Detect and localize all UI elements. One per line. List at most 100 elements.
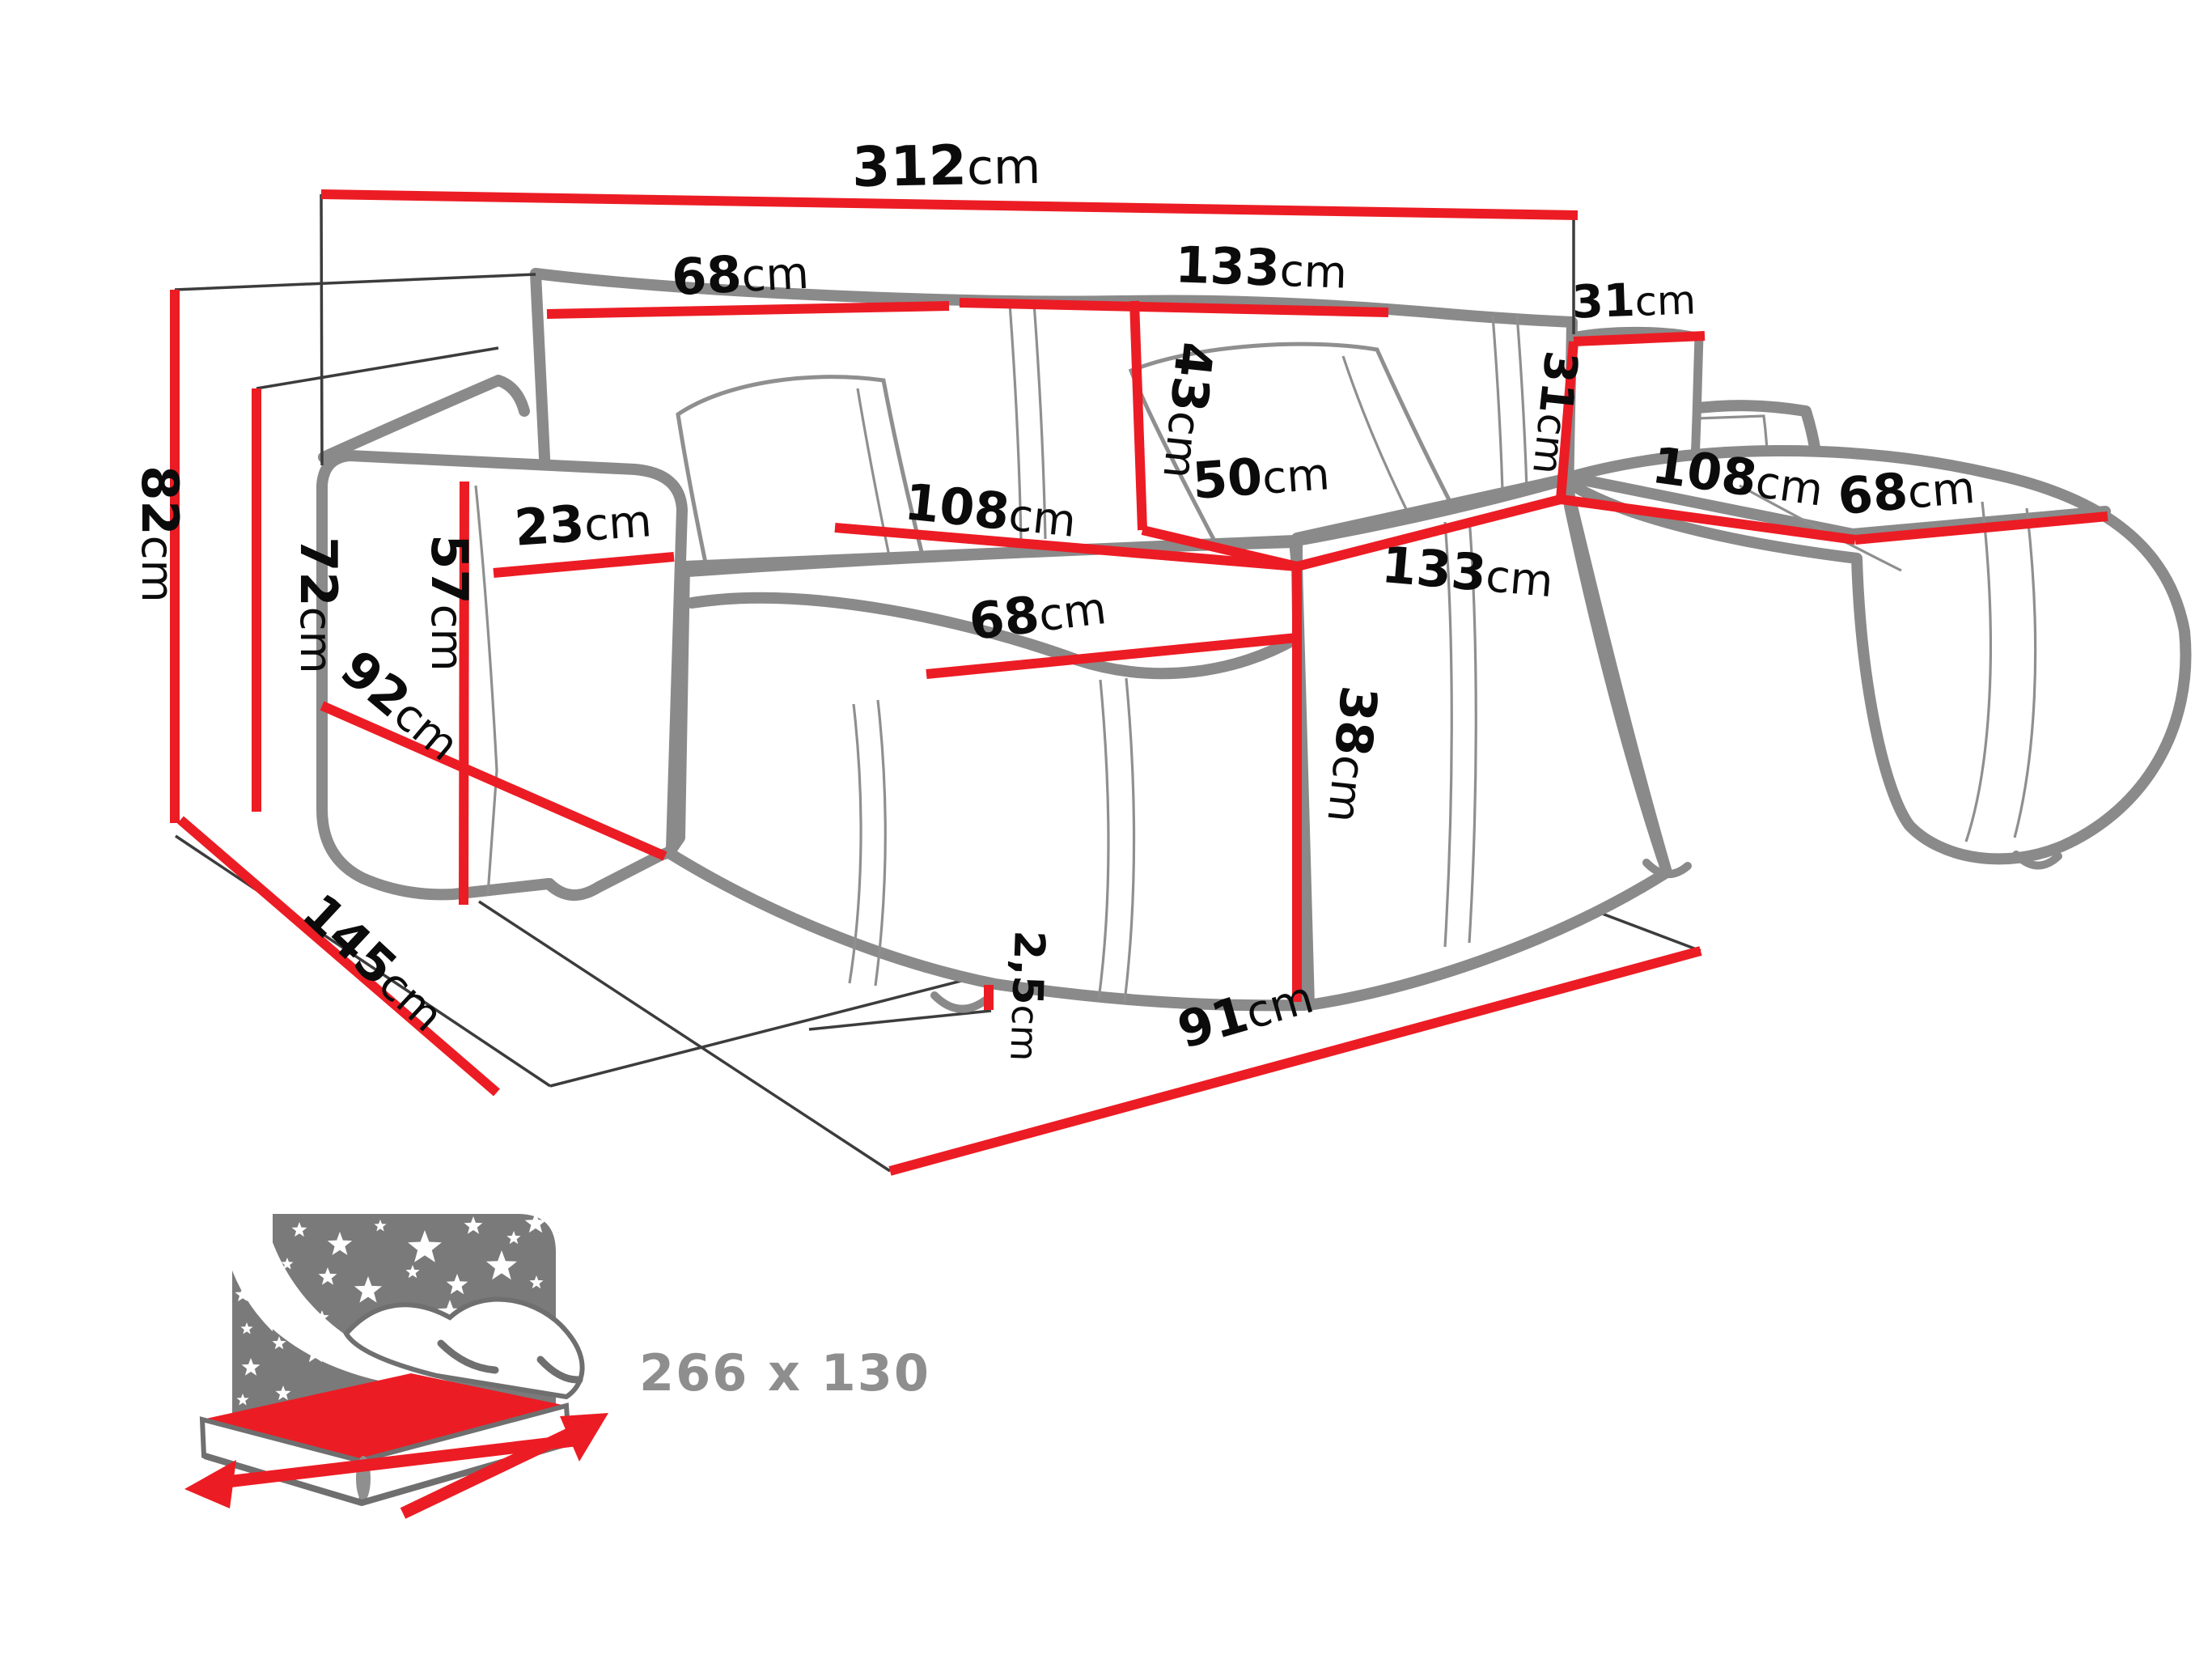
chaise-left-seam: [1097, 679, 1110, 1000]
star-icon: [486, 1250, 517, 1280]
chaise-right-top-edge: [1557, 470, 1858, 540]
mattress-top: [202, 1373, 566, 1461]
star-icon: [236, 1394, 249, 1406]
moon-crescent: [248, 1210, 477, 1389]
star-icon: [524, 1212, 547, 1233]
dim-line-68-right: [1854, 511, 2108, 545]
dim-line-108-left: [834, 523, 1298, 571]
dim-label-middle-gap: 50cm: [1190, 442, 1331, 511]
star-icon: [304, 1342, 327, 1363]
dim-label-backrest-cushion-height: 43cm: [1151, 339, 1224, 482]
chaise-right-seam: [2013, 507, 2037, 838]
dim-label-pillow-height: 31cm: [1522, 348, 1587, 477]
sofa-foot: [546, 878, 603, 898]
star-icon: [327, 1232, 353, 1255]
dim-line-91: [888, 946, 1702, 1176]
dim-label-chaise-right-width: 68cm: [1836, 456, 1977, 526]
star-icon: [275, 1385, 291, 1401]
star-icon: [315, 1310, 329, 1324]
armrest-inner-edge: [474, 485, 498, 895]
star-icon: [529, 1275, 544, 1289]
dim-label-total-width: 312cm: [851, 133, 1040, 200]
width-arrow-head: [184, 1460, 236, 1508]
dim-label-seat-height: 38cm: [1316, 683, 1388, 825]
dim-line-133-seat: [1295, 494, 1562, 571]
backrest-seam: [1032, 302, 1047, 540]
floor-line-front: [478, 900, 891, 1173]
dim-line-43: [1129, 300, 1147, 531]
star-icon: [272, 1290, 295, 1311]
dim-label-leg-height: 2,5cm: [1000, 930, 1053, 1063]
dimension-labels: 312cm 68cm 133cm 31cm 43cm 31cm 82cm 72c…: [130, 133, 1977, 1063]
sofa-foot: [1642, 859, 1692, 878]
star-icon: [241, 1358, 261, 1376]
dim-label-backrest-left: 68cm: [670, 241, 810, 308]
dim-label-middle-seat-width: 133cm: [1379, 535, 1556, 609]
dim-line-68-back: [546, 301, 950, 319]
extension-line: [174, 273, 536, 291]
seat-seam: [1443, 521, 1453, 948]
dim-label-total-height: 82cm: [130, 465, 189, 602]
blanket-fold: [536, 1356, 583, 1384]
star-icon: [374, 1220, 387, 1232]
star-icon: [235, 1287, 251, 1302]
chaise-left-cushion-edge: [686, 592, 1300, 680]
dimension-lines: [170, 189, 2108, 1176]
blanket-fold: [437, 1339, 499, 1374]
chaise-right-seam: [1964, 501, 1992, 842]
star-icon: [437, 1300, 463, 1323]
sofa-foot: [930, 991, 989, 1013]
dim-line-133-back: [959, 298, 1389, 317]
depth-arrow-line: [400, 1419, 592, 1519]
backrest-seam: [1008, 303, 1023, 541]
dim-line-312: [320, 189, 1578, 220]
dim-label-armrest-height: 57cm: [420, 534, 479, 671]
dim-label-chaise-left-length: 108cm: [902, 472, 1079, 549]
extension-line: [320, 193, 324, 466]
star-icon: [464, 1216, 483, 1234]
dim-line-108-right: [1560, 494, 1856, 545]
star-icon: [350, 1361, 362, 1373]
star-icon: [405, 1265, 420, 1279]
extension-line: [256, 346, 499, 390]
dim-line-145: [177, 816, 500, 1097]
chaise-right-front-edge: [1847, 506, 2111, 540]
dim-line-92: [320, 701, 667, 861]
armrest-back-edge: [318, 375, 530, 463]
star-icon: [240, 1322, 253, 1334]
dim-label-armrest-width: 23cm: [512, 489, 653, 558]
chaise-left-seam: [848, 703, 862, 984]
dim-line-31-vertical: [1556, 341, 1578, 500]
chaise-left-seam: [1123, 677, 1136, 1003]
seat-back-junction-right: [1291, 475, 1567, 546]
star-icon: [354, 1276, 383, 1303]
dim-line-23: [493, 552, 675, 578]
bed-sleep-icon: 266 x 130: [184, 1210, 930, 1519]
dim-label-backrest-middle: 133cm: [1174, 235, 1348, 299]
dim-label-chaise-left-width: 68cm: [966, 576, 1109, 651]
chaise-left-seam: [874, 699, 887, 986]
starry-sky-panel-left: [232, 1271, 344, 1422]
chaise-right-inner-edge: [1564, 500, 1668, 865]
seat-seam: [1468, 517, 1477, 944]
floor-line-left: [175, 834, 551, 1088]
width-arrow-line: [219, 1433, 582, 1489]
depth-arrow-head: [560, 1413, 608, 1462]
extension-lines: [174, 193, 1575, 466]
star-icon: [318, 1267, 337, 1285]
sofa-foot: [2012, 851, 2062, 870]
blanket: [343, 1296, 585, 1400]
dim-label-chaise-right-length: 108cm: [1649, 435, 1828, 518]
dim-label-backrest-height: 72cm: [289, 537, 348, 673]
sleeping-area-label: 266 x 130: [639, 1343, 930, 1402]
star-icon: [446, 1274, 468, 1295]
dim-label-total-depth: 145cm: [291, 882, 457, 1042]
star-icon: [408, 1230, 442, 1262]
star-icon: [291, 1222, 307, 1237]
star-icon: [272, 1336, 286, 1350]
dim-line-31-top: [1573, 331, 1706, 346]
floor-line-under-feet: [808, 1009, 992, 1031]
star-icon: [506, 1231, 521, 1245]
